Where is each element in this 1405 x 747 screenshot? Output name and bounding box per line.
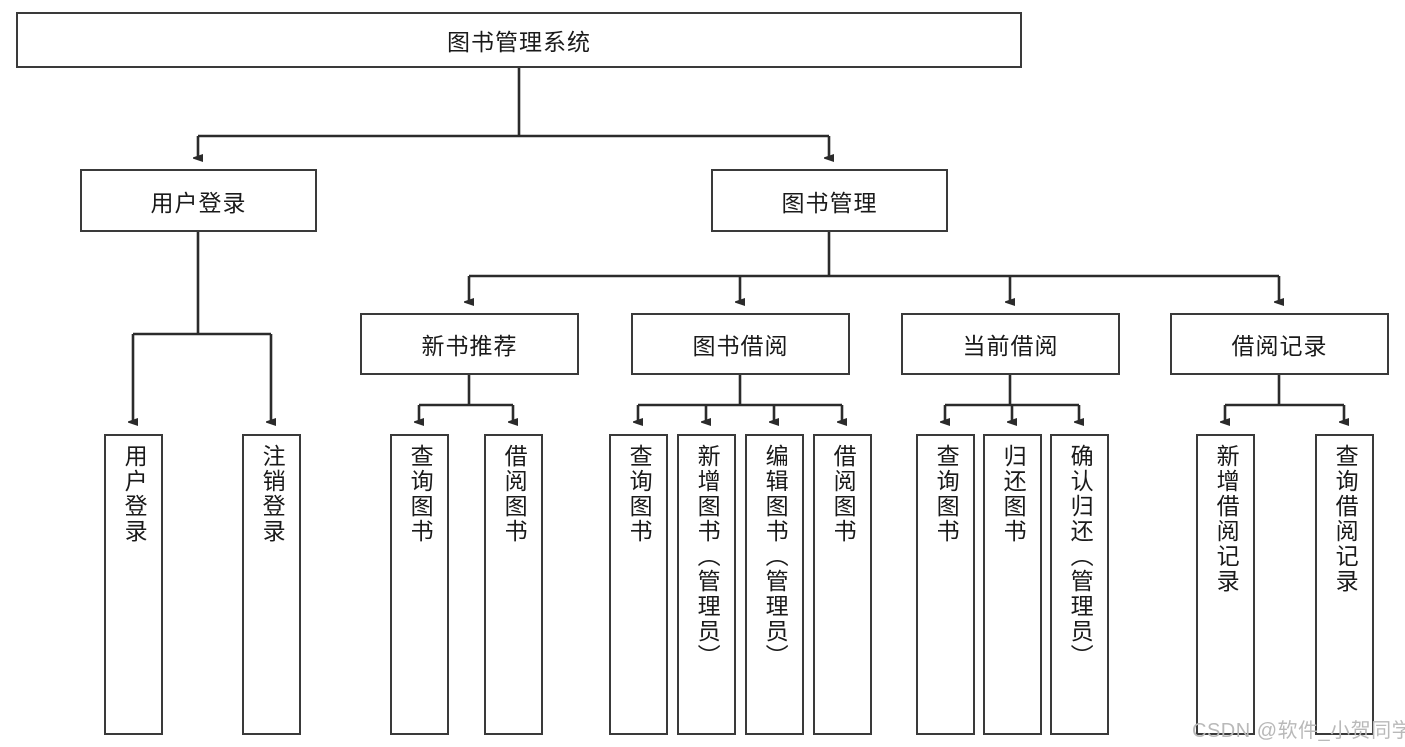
node-leaf-add-record[interactable]: 新增借阅记录 <box>1196 434 1255 735</box>
node-leaf-borrow-book-1[interactable]: 借阅图书 <box>484 434 543 735</box>
node-book-management[interactable]: 图书管理 <box>711 169 948 232</box>
node-leaf-query-book-3[interactable]: 查询图书 <box>916 434 975 735</box>
node-book-management-label: 图书管理 <box>781 189 878 216</box>
node-leaf-query-book-2-label: 查询图书 <box>626 444 653 544</box>
node-new-book-recommend-label: 新书推荐 <box>421 333 518 359</box>
node-leaf-query-book-1-label: 查询图书 <box>407 444 434 544</box>
node-leaf-borrow-book-2-label: 借阅图书 <box>830 444 857 544</box>
node-leaf-return-book-label: 归还图书 <box>1000 444 1027 544</box>
node-leaf-add-record-label: 新增借阅记录 <box>1213 444 1240 594</box>
node-new-book-recommend[interactable]: 新书推荐 <box>360 313 579 375</box>
node-user-login-label: 用户登录 <box>150 189 247 216</box>
node-current-borrow-label: 当前借阅 <box>962 333 1059 359</box>
node-book-borrow[interactable]: 图书借阅 <box>631 313 850 375</box>
node-leaf-return-book[interactable]: 归还图书 <box>983 434 1042 735</box>
node-leaf-logout[interactable]: 注销登录 <box>242 434 301 735</box>
node-user-login[interactable]: 用户登录 <box>80 169 317 232</box>
node-leaf-add-book[interactable]: 新增图书（管理员） <box>677 434 736 735</box>
node-root[interactable]: 图书管理系统 <box>16 12 1022 68</box>
csdn-watermark: CSDN @软件_小贺同学 <box>1192 720 1405 742</box>
node-leaf-query-record-label: 查询借阅记录 <box>1332 444 1359 594</box>
node-leaf-logout-label: 注销登录 <box>259 444 286 544</box>
node-borrow-record-label: 借阅记录 <box>1231 333 1328 359</box>
node-leaf-user-login[interactable]: 用户登录 <box>104 434 163 735</box>
node-root-label: 图书管理系统 <box>447 29 591 55</box>
node-leaf-query-book-1[interactable]: 查询图书 <box>390 434 449 735</box>
node-leaf-borrow-book-2[interactable]: 借阅图书 <box>813 434 872 735</box>
node-leaf-edit-book-label: 编辑图书（管理员） <box>762 444 789 669</box>
node-leaf-edit-book[interactable]: 编辑图书（管理员） <box>745 434 804 735</box>
node-current-borrow[interactable]: 当前借阅 <box>901 313 1120 375</box>
node-leaf-query-book-2[interactable]: 查询图书 <box>609 434 668 735</box>
node-leaf-borrow-book-1-label: 借阅图书 <box>501 444 528 544</box>
node-leaf-add-book-label: 新增图书（管理员） <box>694 444 721 669</box>
node-leaf-confirm-return[interactable]: 确认归还（管理员） <box>1050 434 1109 735</box>
node-leaf-query-book-3-label: 查询图书 <box>933 444 960 544</box>
node-leaf-confirm-return-label: 确认归还（管理员） <box>1067 444 1094 669</box>
node-book-borrow-label: 图书借阅 <box>692 333 789 359</box>
node-borrow-record[interactable]: 借阅记录 <box>1170 313 1389 375</box>
node-leaf-query-record[interactable]: 查询借阅记录 <box>1315 434 1374 735</box>
node-leaf-user-login-label: 用户登录 <box>121 444 148 544</box>
